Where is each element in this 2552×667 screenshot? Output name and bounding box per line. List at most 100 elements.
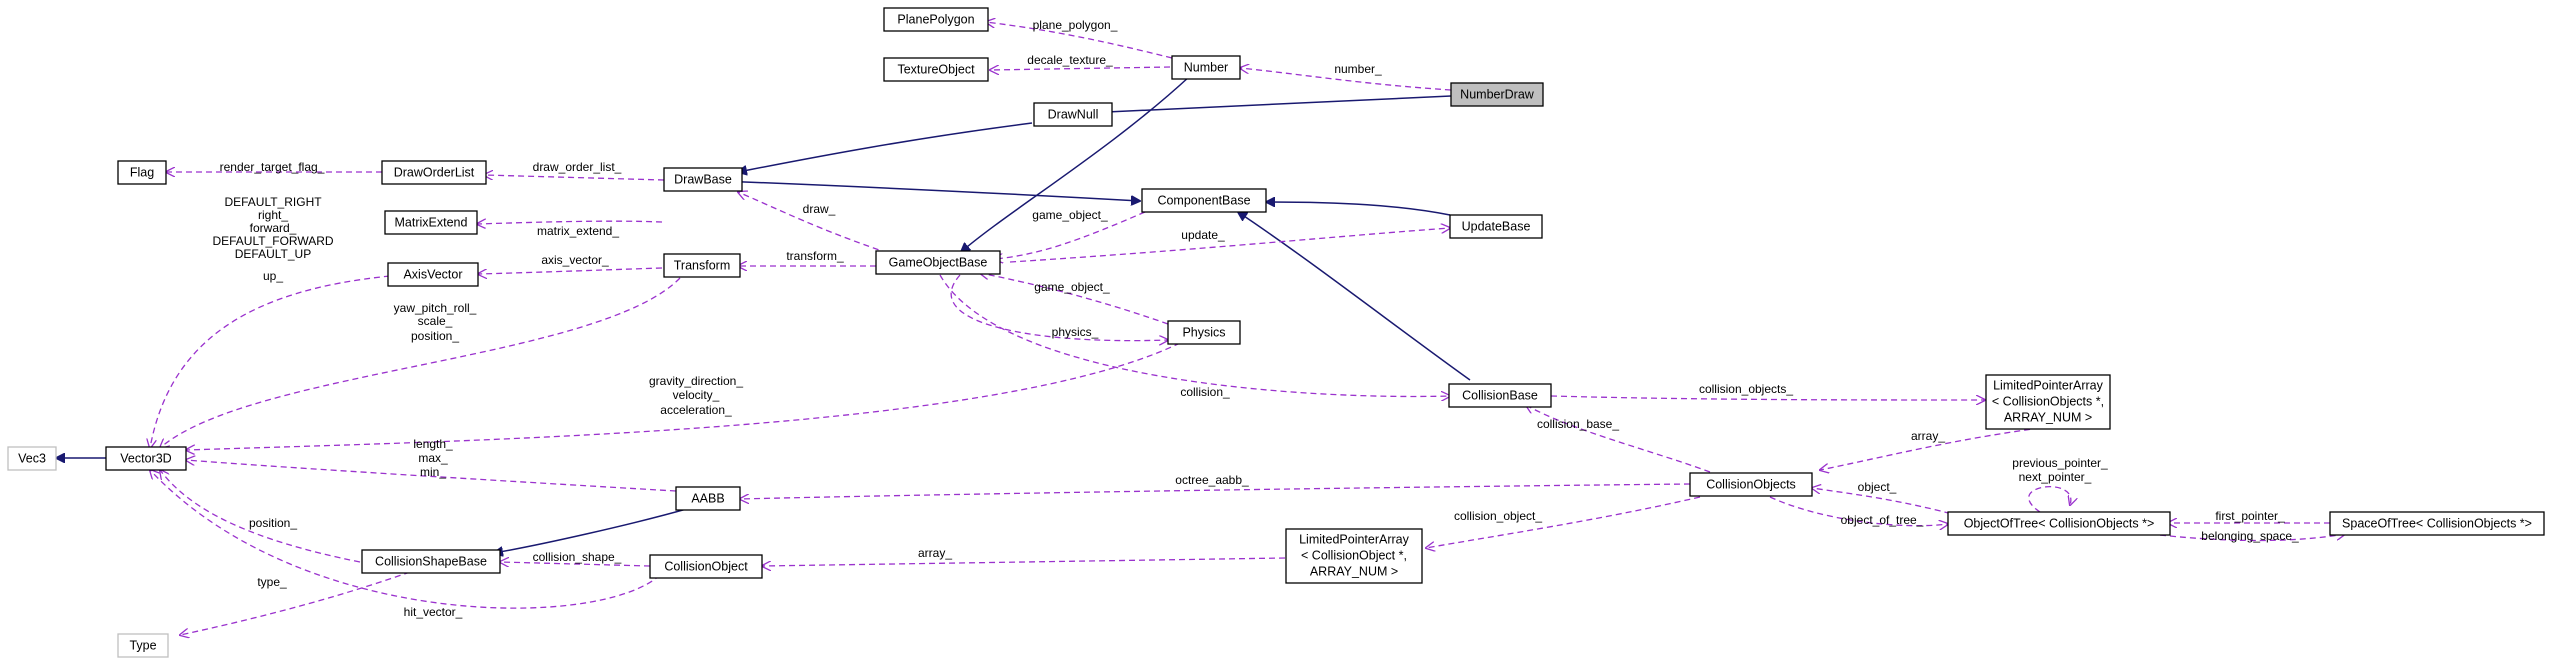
node-limited-pointer-array-object[interactable]: LimitedPointerArray < CollisionObject *,… — [1285, 528, 1423, 584]
edge-label-collision-shape: collision_shape_ — [533, 550, 622, 564]
node-label: DrawNull — [1048, 107, 1099, 121]
node-label: Physics — [1182, 325, 1225, 339]
edge-label-plane-polygon: plane_polygon_ — [1033, 18, 1118, 32]
node-number[interactable]: Number — [1171, 55, 1241, 80]
edge-label-render-target-flag: render_target_flag_ — [220, 160, 325, 174]
edge-axisvector-vector3d — [150, 275, 391, 448]
edge-label-update: update_ — [1181, 228, 1225, 242]
edge-transform-axisvector — [478, 267, 663, 274]
node-label: ObjectOfTree< CollisionObjects *> — [1964, 516, 2155, 530]
edge-label-physics: physics_ — [1052, 325, 1099, 339]
edge-drawnull-to-drawbase — [738, 122, 1033, 172]
node-label: Flag — [130, 165, 154, 179]
node-flag[interactable]: Flag — [117, 160, 167, 185]
node-label-line-2: < CollisionObjects *, — [1992, 394, 2104, 408]
node-draw-base[interactable]: DrawBase — [663, 167, 743, 192]
edge-label-draw-order-list: draw_order_list_ — [533, 160, 622, 174]
node-space-of-tree[interactable]: SpaceOfTree< CollisionObjects *> — [2329, 511, 2545, 536]
node-limited-pointer-array-objects[interactable]: LimitedPointerArray < CollisionObjects *… — [1985, 374, 2111, 430]
edge-aabb-vector3d — [186, 460, 677, 492]
edge-label-aabb-member-2: max_ — [418, 451, 448, 465]
node-plane-polygon[interactable]: PlanePolygon — [883, 7, 989, 32]
edge-label-axis-vector-member-4: DEFAULT_FORWARD — [212, 234, 333, 248]
node-label: AABB — [691, 491, 724, 505]
edge-label-hit-vector: hit_vector_ — [404, 605, 463, 619]
node-object-of-tree[interactable]: ObjectOfTree< CollisionObjects *> — [1947, 511, 2171, 536]
node-vector3d[interactable]: Vector3D — [105, 446, 187, 471]
node-collision-object[interactable]: CollisionObject — [649, 554, 763, 579]
edge-label-draw: draw_ — [803, 202, 836, 216]
edge-label-collision-base: collision_base_ — [1537, 417, 1619, 431]
node-label: GameObjectBase — [889, 255, 988, 269]
edge-collisionbase-to-componentbase — [1238, 212, 1471, 381]
edge-label-array-1: array_ — [1911, 429, 1945, 443]
edge-componentbase-gameobjectbase — [994, 211, 1146, 259]
edge-labels: plane_polygon_ decale_texture_ number_ r… — [212, 18, 2299, 619]
edge-label-collision: collision_ — [1180, 385, 1230, 399]
node-label: CollisionShapeBase — [375, 554, 487, 568]
edge-physics-gameobjectbase — [980, 273, 1169, 325]
edge-label-first-pointer: first_pointer_ — [2215, 509, 2285, 523]
edge-label-axis-vector-member-1: DEFAULT_RIGHT — [224, 195, 322, 209]
edge-number-decale-texture — [990, 67, 1171, 70]
node-update-base[interactable]: UpdateBase — [1449, 214, 1543, 239]
node-axis-vector[interactable]: AxisVector — [387, 262, 479, 287]
edge-objectoftree-spaceoftree — [2149, 534, 2345, 542]
node-label-line-3: ARRAY_NUM > — [2004, 410, 2092, 424]
node-collision-objects[interactable]: CollisionObjects — [1689, 472, 1813, 497]
node-label: CollisionObject — [664, 559, 748, 573]
node-label: Number — [1184, 60, 1228, 74]
node-label: ComponentBase — [1157, 193, 1250, 207]
edge-label-type: type_ — [257, 575, 287, 589]
node-transform[interactable]: Transform — [663, 253, 741, 278]
node-collision-shape-base[interactable]: CollisionShapeBase — [361, 549, 501, 574]
node-component-base[interactable]: ComponentBase — [1141, 188, 1267, 213]
node-number-draw[interactable]: NumberDraw — [1450, 82, 1544, 107]
edge-collisionshapebase-vector3d — [160, 470, 361, 563]
node-aabb[interactable]: AABB — [675, 486, 741, 511]
edge-label-aabb-member-1: length_ — [413, 437, 453, 451]
edge-label-tree-pointer-2: next_pointer_ — [2019, 470, 2092, 484]
edge-label-axis-vector-member-6: up_ — [263, 269, 283, 283]
edge-limitedpointerarray-collisionobjects — [1820, 427, 2041, 470]
edge-label-aabb-member-3: min_ — [420, 465, 446, 479]
edge-label-transform-member-1: yaw_pitch_roll_ — [394, 301, 477, 315]
node-draw-order-list[interactable]: DrawOrderList — [381, 160, 487, 185]
node-label-line-1: LimitedPointerArray — [1993, 378, 2104, 392]
edge-label-collision-object: collision_object_ — [1454, 509, 1542, 523]
node-label: CollisionBase — [1462, 388, 1538, 402]
edge-gameobjectbase-collisionbase — [939, 274, 1450, 396]
node-label-line-2: < CollisionObject *, — [1301, 548, 1407, 562]
node-texture-object[interactable]: TextureObject — [883, 57, 989, 82]
node-label: Vector3D — [120, 451, 171, 465]
edge-gameobjectbase-updatebase — [1009, 228, 1450, 263]
node-draw-null[interactable]: DrawNull — [1033, 102, 1113, 127]
edge-gameobjectbase-drawbase — [738, 192, 889, 254]
node-label: DrawOrderList — [394, 165, 475, 179]
edge-label-game-object-1: game_object_ — [1032, 208, 1108, 222]
edge-label-physics-member-1: gravity_direction_ — [649, 374, 743, 388]
edge-label-belonging-space: belonging_space_ — [2201, 529, 2299, 543]
node-label: CollisionObjects — [1706, 477, 1796, 491]
node-type[interactable]: Type — [117, 633, 169, 658]
edge-label-object-of-tree: object_of_tree_ — [1841, 513, 1924, 527]
node-physics[interactable]: Physics — [1167, 320, 1241, 345]
edge-drawbase-to-componentbase — [719, 180, 1140, 201]
node-game-object-base[interactable]: GameObjectBase — [875, 250, 1001, 275]
node-label: AxisVector — [403, 267, 462, 281]
edge-objectoftree-self — [2028, 486, 2071, 513]
node-label: Vec3 — [18, 451, 46, 465]
edge-transform-vector3d — [160, 277, 681, 448]
edge-label-object: object_ — [1858, 480, 1897, 494]
edge-numberdraw-to-drawnull — [1064, 95, 1452, 114]
edge-collisionobjects-collisionbase — [1526, 405, 1711, 473]
edge-label-axis-vector-member-3: forward_ — [250, 221, 297, 235]
node-matrix-extend[interactable]: MatrixExtend — [384, 210, 478, 235]
edge-label-transform-member-2: scale_ — [418, 314, 453, 328]
node-label-line-3: ARRAY_NUM > — [1310, 564, 1398, 578]
node-collision-base[interactable]: CollisionBase — [1448, 383, 1552, 408]
node-vec3[interactable]: Vec3 — [7, 446, 57, 471]
node-label: TextureObject — [897, 62, 975, 76]
edge-updatebase-to-componentbase — [1266, 202, 1451, 216]
nodes: PlanePolygon TextureObject Number Number… — [7, 7, 2545, 658]
